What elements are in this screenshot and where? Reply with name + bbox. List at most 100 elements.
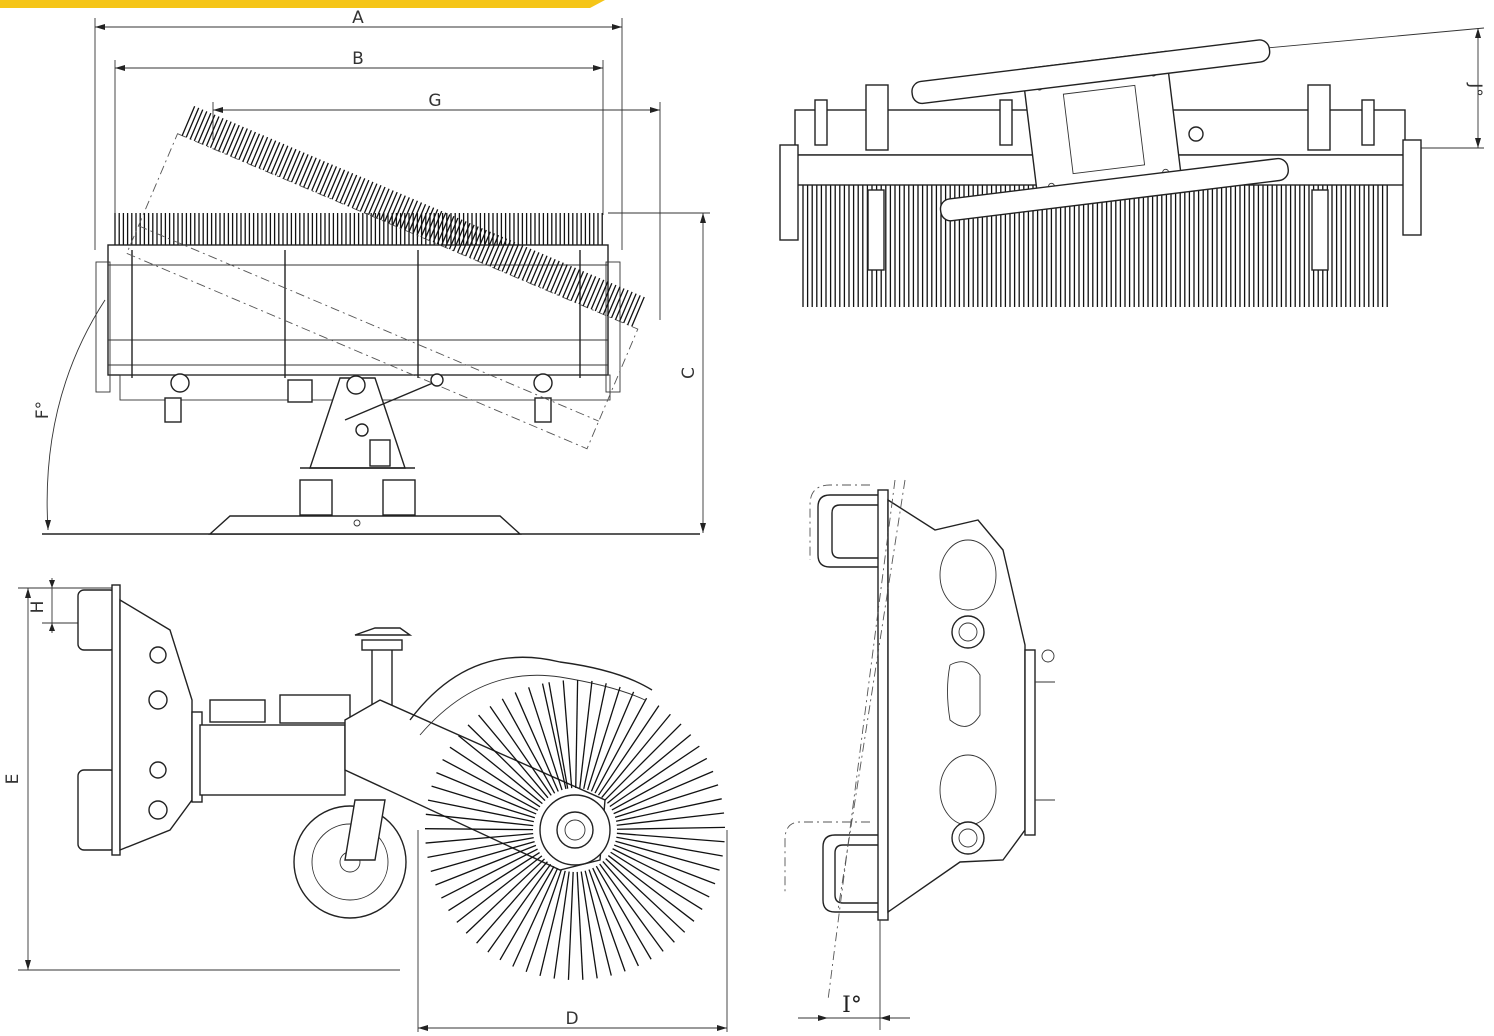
bristle: [598, 283, 613, 313]
round-bristle: [601, 713, 671, 799]
round-bristle: [553, 871, 570, 979]
angle-f-label: F°: [33, 401, 53, 419]
round-bristle: [576, 871, 584, 980]
front-view: A B G C F°: [33, 8, 710, 535]
dimension-b-label: B: [352, 49, 364, 69]
round-bristle: [435, 844, 537, 886]
bristle: [497, 240, 512, 271]
bristle: [185, 107, 200, 138]
round-bristle: [425, 813, 534, 827]
bristle: [290, 152, 305, 183]
round-bristle: [579, 680, 593, 789]
bristle: [525, 252, 540, 283]
round-bristle: [467, 724, 546, 802]
round-bristle: [575, 680, 579, 789]
bristle: [270, 143, 285, 174]
bristle: [355, 179, 370, 210]
bristle: [550, 262, 564, 293]
bristle: [501, 241, 516, 272]
round-bristle: [487, 863, 552, 953]
round-bristle: [580, 871, 598, 979]
bristle: [582, 276, 597, 307]
round-bristle: [616, 832, 725, 843]
rotated-brush-bristles: [181, 105, 645, 327]
bristle: [606, 286, 621, 317]
bristle: [529, 253, 544, 284]
round-bristle: [605, 858, 686, 933]
round-bristle: [548, 682, 569, 789]
bristle: [432, 212, 447, 243]
bristle: [327, 167, 342, 198]
bristle: [278, 147, 293, 178]
bristle: [610, 288, 625, 319]
round-bristle: [478, 714, 549, 799]
bristle: [193, 111, 208, 142]
bristle: [339, 173, 354, 203]
round-bristle: [616, 826, 725, 830]
round-bristle: [615, 840, 720, 871]
bristle: [440, 215, 455, 246]
round-bristle: [448, 852, 540, 912]
round-bristle: [613, 770, 714, 815]
bristle: [319, 164, 333, 195]
bristle: [485, 234, 500, 265]
bristle: [400, 198, 414, 229]
bristle: [266, 142, 281, 173]
bristle: [218, 121, 232, 152]
bristle: [242, 131, 257, 162]
bristle: [428, 210, 443, 241]
round-bristle: [449, 746, 541, 808]
bristle: [521, 250, 536, 281]
bristle: [201, 114, 216, 145]
bristle: [282, 148, 297, 179]
bristle: [335, 171, 350, 202]
round-bristle: [606, 734, 692, 804]
bristle: [586, 277, 601, 308]
bristle: [347, 176, 362, 207]
top-view: J°: [779, 27, 1485, 307]
bristle: [359, 181, 374, 212]
dimension-e-label: E: [3, 774, 23, 785]
round-bristle: [541, 683, 567, 790]
bristle: [489, 236, 504, 267]
bristle: [209, 117, 224, 148]
bristle: [448, 219, 463, 250]
bristle: [444, 217, 459, 248]
bristle: [375, 188, 390, 219]
bristle: [234, 128, 248, 159]
bristle: [465, 226, 479, 257]
bristle: [380, 190, 394, 221]
bristle: [594, 281, 609, 312]
bristle: [294, 154, 309, 185]
angle-j-label: J°: [1465, 82, 1485, 97]
bristle: [238, 130, 252, 160]
dimension-c-label: C: [679, 367, 699, 379]
bristle: [404, 200, 419, 231]
round-bristle: [441, 848, 538, 899]
bristle: [473, 229, 487, 260]
bristle: [452, 221, 467, 252]
bristle: [469, 228, 483, 258]
round-bristle: [539, 870, 566, 977]
dimension-g-label: G: [428, 91, 441, 111]
round-bristle: [611, 757, 708, 811]
round-bristle: [458, 735, 543, 805]
bristle: [315, 162, 329, 193]
bristle: [481, 233, 495, 264]
dimension-d-label: D: [565, 1009, 578, 1029]
bristle: [436, 214, 451, 245]
round-bristle: [425, 828, 534, 831]
round-bristle: [499, 866, 555, 961]
round-bristle: [442, 759, 539, 811]
bristle: [246, 133, 261, 164]
bristle: [351, 178, 366, 209]
round-bristle: [427, 799, 534, 823]
bristle: [189, 109, 204, 140]
round-bristle: [562, 680, 573, 789]
bristle: [623, 293, 637, 324]
bristle: [461, 224, 475, 255]
bristle: [618, 291, 633, 322]
round-bristle: [616, 812, 725, 826]
bristle: [303, 157, 317, 188]
